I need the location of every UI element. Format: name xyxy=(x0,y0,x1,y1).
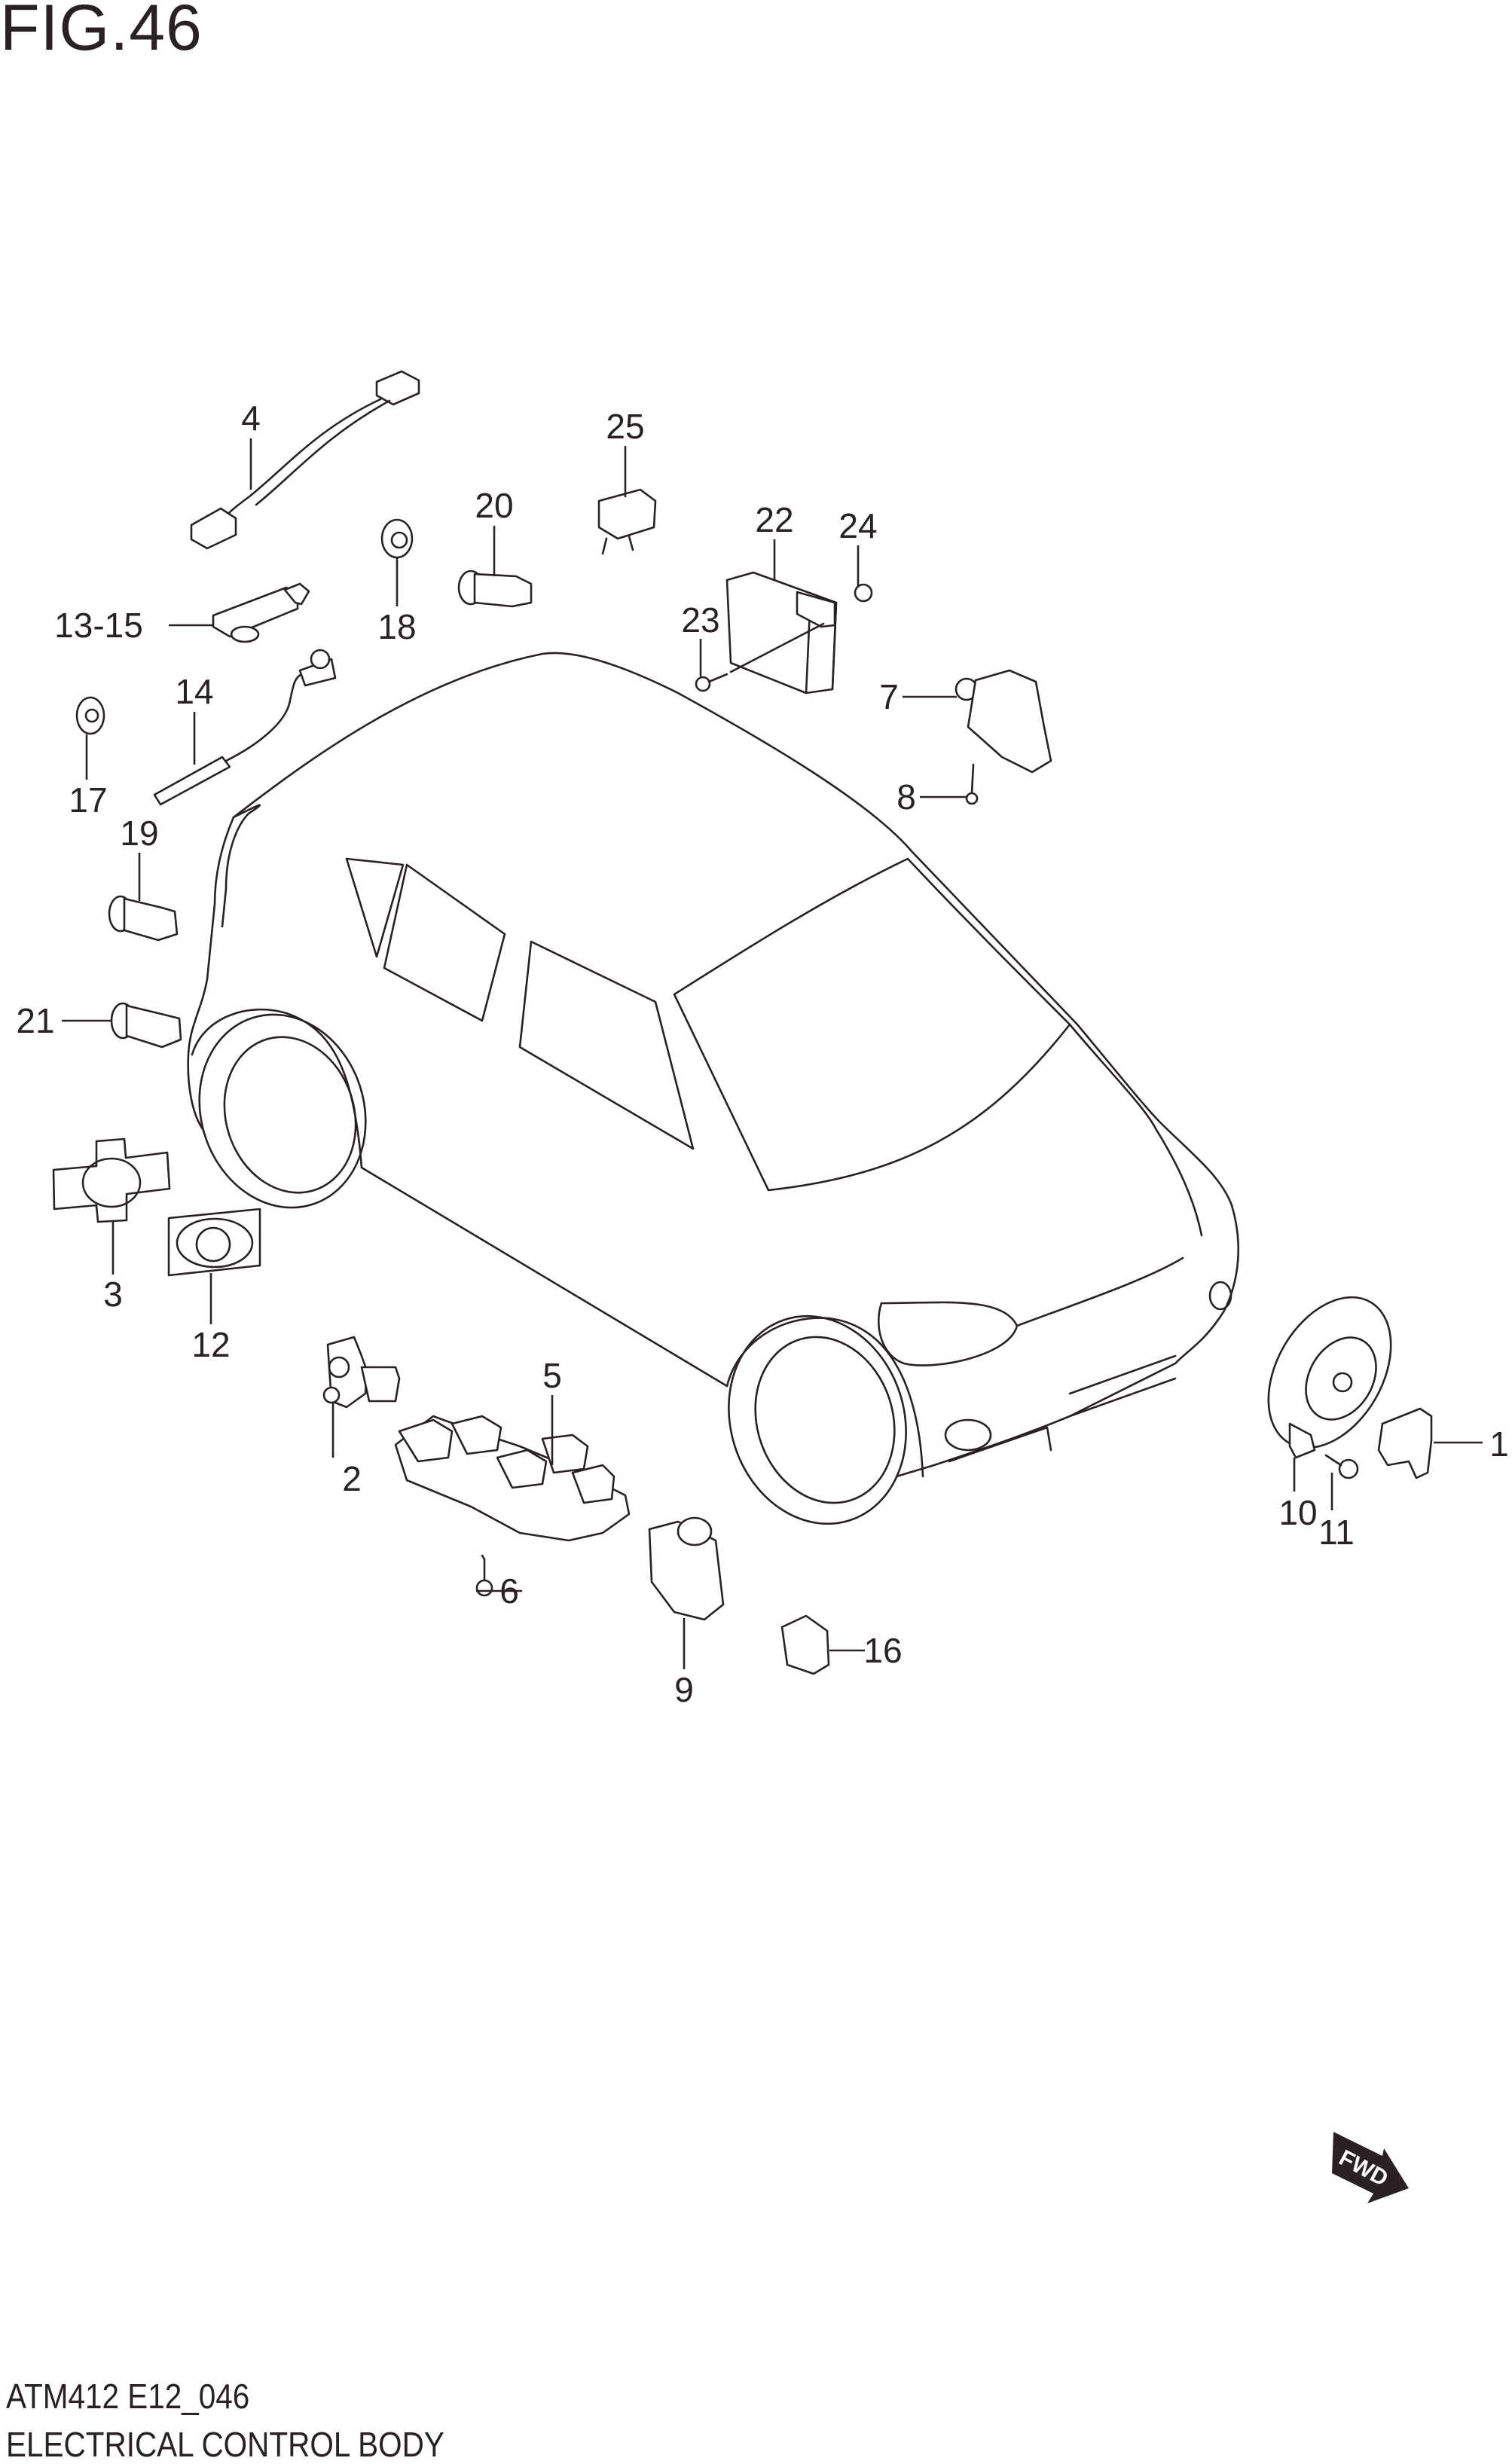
part-20-socket[interactable] xyxy=(459,571,531,606)
part-11-bolt[interactable] xyxy=(1326,1455,1358,1478)
callout-7[interactable]: 7 xyxy=(879,677,899,716)
callout-13-15[interactable]: 13‑15 xyxy=(54,606,143,645)
part-13-15-sensor[interactable] xyxy=(213,584,309,642)
vehicle-outline xyxy=(175,653,1239,1547)
callout-2[interactable]: 2 xyxy=(342,1459,362,1498)
callout-18[interactable]: 18 xyxy=(377,607,417,646)
callout-20[interactable]: 20 xyxy=(475,486,514,525)
part-2-switch[interactable] xyxy=(324,1337,399,1407)
figure-code: ATM412 E12_046 xyxy=(6,2377,250,2416)
callout-23[interactable]: 23 xyxy=(681,600,720,640)
part-23-screw[interactable] xyxy=(696,624,823,691)
part-18-grommet[interactable] xyxy=(382,520,412,557)
leader-lines xyxy=(62,438,1483,1669)
callout-1[interactable]: 1 xyxy=(1489,1424,1509,1464)
callout-21[interactable]: 21 xyxy=(16,1001,55,1040)
callout-12[interactable]: 12 xyxy=(191,1325,231,1364)
part-21-socket[interactable] xyxy=(111,1003,181,1047)
callout-16[interactable]: 16 xyxy=(863,1631,903,1670)
part-12-speaker[interactable] xyxy=(169,1209,260,1275)
callout-24[interactable]: 24 xyxy=(838,506,878,545)
part-3-bracket[interactable] xyxy=(53,1139,170,1222)
part-7-actuator[interactable] xyxy=(956,670,1051,772)
callout-17[interactable]: 17 xyxy=(69,780,108,820)
callout-4[interactable]: 4 xyxy=(241,398,261,438)
part-19-socket[interactable] xyxy=(109,896,177,940)
part-9-switch[interactable] xyxy=(649,1518,723,1620)
part-8-screw[interactable] xyxy=(967,765,977,804)
callout-3[interactable]: 3 xyxy=(103,1275,123,1314)
callout-14[interactable]: 14 xyxy=(175,672,214,711)
part-25-sensor[interactable] xyxy=(599,490,655,554)
part-24-clip[interactable] xyxy=(855,585,872,601)
part-14-antenna[interactable] xyxy=(154,650,335,805)
part-17-grommet[interactable] xyxy=(77,698,104,734)
callout-9[interactable]: 9 xyxy=(674,1670,694,1709)
part-16-relay[interactable] xyxy=(782,1616,829,1674)
callout-19[interactable]: 19 xyxy=(120,814,159,853)
callout-10[interactable]: 10 xyxy=(1278,1493,1318,1532)
part-22-control-module[interactable] xyxy=(727,572,836,693)
fwd-arrow-icon: FWD xyxy=(1332,2132,1409,2203)
callout-6[interactable]: 6 xyxy=(499,1571,519,1611)
figure-title: FIG.46 xyxy=(0,0,203,64)
callout-25[interactable]: 25 xyxy=(606,407,645,446)
part-1-sensor[interactable] xyxy=(1379,1409,1431,1478)
callout-8[interactable]: 8 xyxy=(897,777,916,817)
part-10-horn[interactable] xyxy=(1243,1275,1416,1469)
callout-11[interactable]: 11 xyxy=(1318,1513,1355,1552)
part-5-window-switch[interactable] xyxy=(396,1416,629,1540)
part-4-harness[interactable] xyxy=(191,371,419,548)
part-6-screw[interactable] xyxy=(477,1556,492,1595)
callout-22[interactable]: 22 xyxy=(755,500,794,539)
callout-5[interactable]: 5 xyxy=(542,1356,562,1395)
figure-caption: ELECTRICAL CONTROL BODY xyxy=(6,2425,444,2464)
